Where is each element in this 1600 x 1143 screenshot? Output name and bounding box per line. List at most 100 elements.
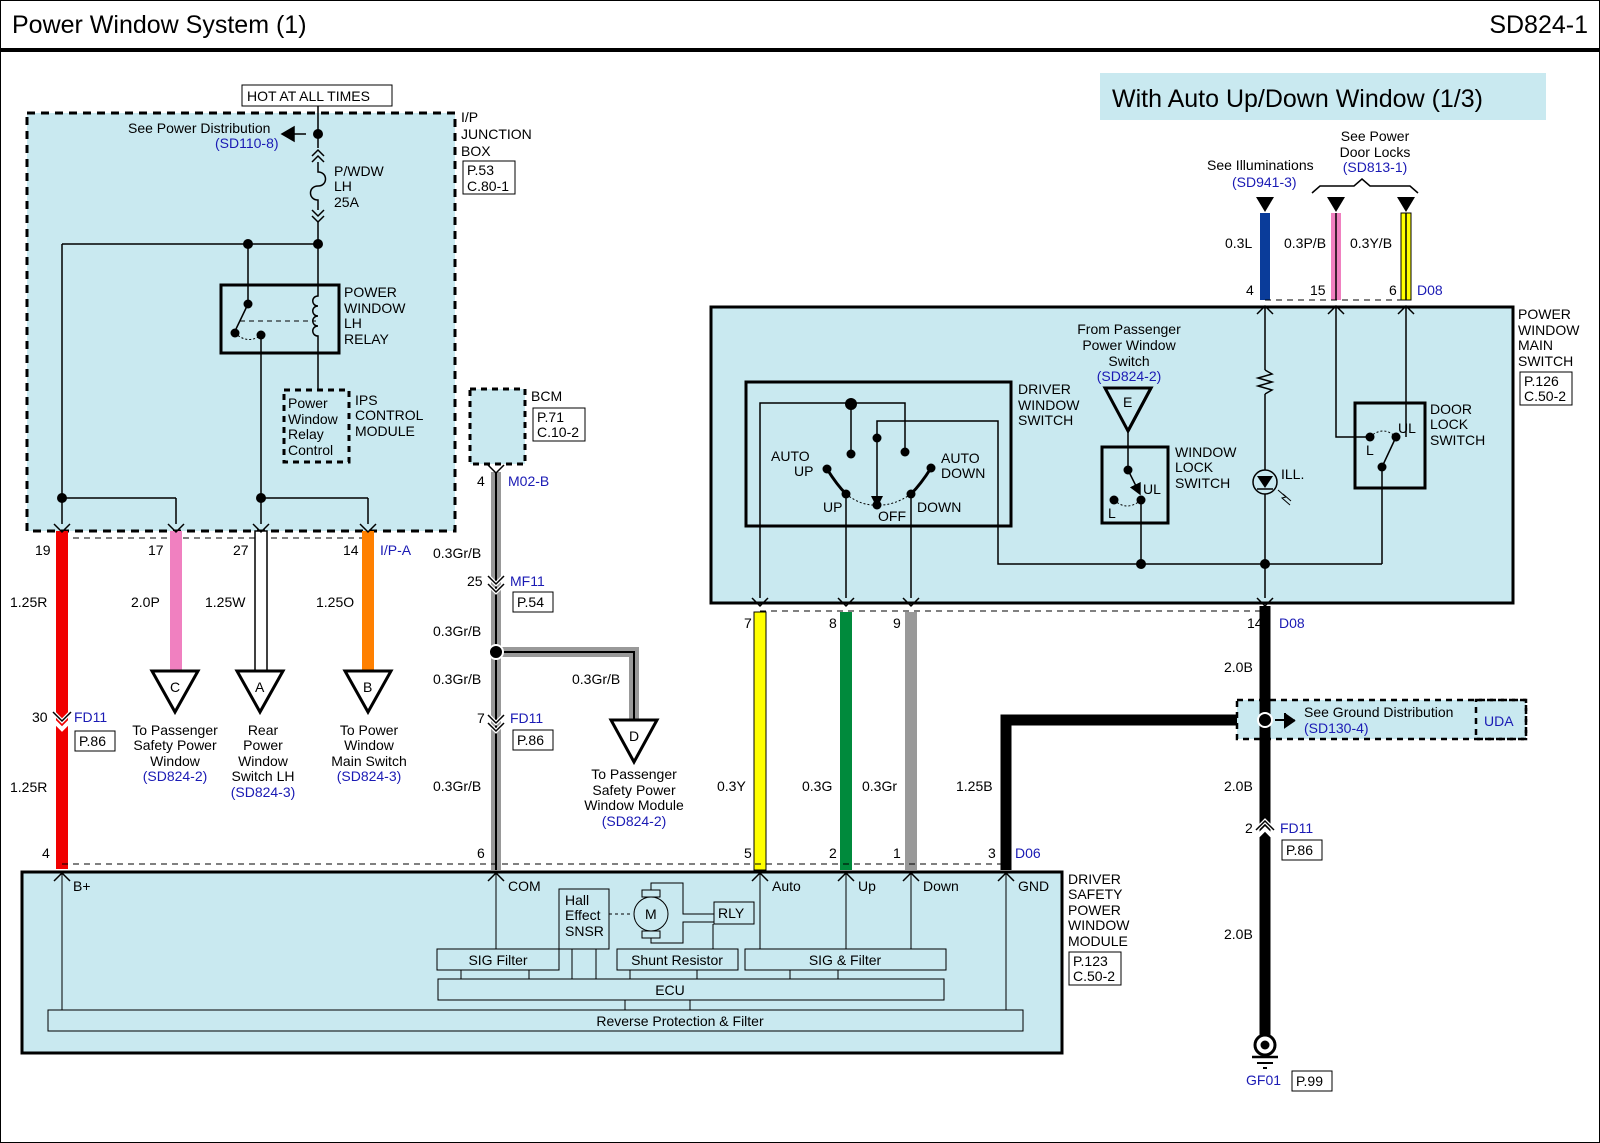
- offpage-b-ref[interactable]: (SD824-3): [337, 768, 402, 784]
- main-switch-name-1: POWER: [1518, 306, 1571, 322]
- main-switch-name-2: WINDOW: [1518, 322, 1580, 338]
- gauge-black-module: 1.25B: [956, 778, 993, 794]
- offpage-a[interactable]: A Rear Power Window Switch LH (SD824-3): [231, 669, 296, 800]
- hot-at-all-times-label: HOT AT ALL TIMES: [247, 88, 370, 104]
- offpage-b[interactable]: B To Power Window Main Switch (SD824-3): [331, 669, 407, 784]
- ipjb-page: P.53: [467, 162, 494, 178]
- power-dist-ref[interactable]: (SD110-8): [215, 135, 279, 151]
- offpage-e-line-2: Power Window: [1082, 337, 1176, 353]
- window-lock-name-1: WINDOW: [1175, 444, 1237, 460]
- terminal-bplus: B+: [73, 878, 91, 894]
- illum-label: See Illuminations: [1207, 157, 1314, 173]
- connector-mf11-icon: [487, 575, 505, 594]
- relay-name-2: WINDOW: [344, 300, 406, 316]
- offpage-c-ref[interactable]: (SD824-2): [143, 768, 208, 784]
- fd11-ground-page: P.86: [1286, 842, 1313, 858]
- splice-uda[interactable]: UDA: [1484, 713, 1514, 729]
- banner: With Auto Up/Down Window (1/3): [1100, 73, 1546, 120]
- relay-block: [713, 901, 755, 925]
- window-lock-name-3: SWITCH: [1175, 475, 1230, 491]
- gauge-com-1: 0.3Gr/B: [433, 545, 481, 561]
- connector-d08-top[interactable]: D08: [1417, 282, 1443, 298]
- ecu-block: [437, 978, 945, 1001]
- offpage-d-ref[interactable]: (SD824-2): [602, 813, 667, 829]
- wire-yellow: 7 0.3Y 5: [717, 611, 767, 871]
- ips-name-1: IPS: [355, 392, 378, 408]
- gauge-red-top: 1.25R: [10, 594, 47, 610]
- pin-2-module: 2: [829, 845, 837, 861]
- offpage-d-line-1: To Passenger: [591, 766, 677, 782]
- offpage-e-line-1: From Passenger: [1077, 321, 1181, 337]
- connector-d06[interactable]: D06: [1015, 845, 1041, 861]
- window-lock-switch: [1100, 445, 1170, 525]
- connector-ipa[interactable]: I/P-A: [380, 542, 412, 558]
- main-switch-name-3: MAIN: [1518, 337, 1553, 353]
- offpage-b-letter: B: [363, 679, 372, 695]
- ground-gf01[interactable]: GF01: [1246, 1072, 1281, 1088]
- gauge-ground-1: 2.0B: [1224, 659, 1253, 675]
- wire-pink: 2.0P: [131, 523, 185, 671]
- connector-fd11-left[interactable]: FD11: [74, 709, 107, 725]
- door-lock-l: L: [1366, 442, 1374, 458]
- fuse-icon: [309, 162, 327, 210]
- door-locks-label-2: Door Locks: [1340, 144, 1411, 160]
- reverse-protection-block: [47, 1009, 1024, 1032]
- pin-7: 7: [477, 710, 485, 726]
- gauge-white: 1.25W: [205, 594, 246, 610]
- pin-7-top: 7: [744, 615, 752, 631]
- ground-circuit: See Ground Distribution (SD130-4) UDA 14…: [1224, 606, 1528, 1092]
- connector-mf11[interactable]: MF11: [510, 573, 545, 589]
- gauge-yellow: 0.3Y: [717, 778, 746, 794]
- terminal-com: COM: [508, 878, 541, 894]
- connector-d08-bottom[interactable]: D08: [1279, 615, 1305, 631]
- ground-dist-ref[interactable]: (SD130-4): [1304, 720, 1369, 736]
- connector-fd11-ground[interactable]: FD11: [1280, 820, 1313, 836]
- power-dist-arrow-icon: [280, 125, 306, 143]
- gauge-red-bottom: 1.25R: [10, 779, 47, 795]
- terminal-down: Down: [923, 878, 959, 894]
- module-page: P.123: [1073, 953, 1108, 969]
- ips-name-3: MODULE: [355, 423, 415, 439]
- driver-switch-name-3: SWITCH: [1018, 412, 1073, 428]
- illum-ref[interactable]: (SD941-3): [1232, 174, 1297, 190]
- driver-safety-module: DRIVER SAFETY POWER WINDOW MODULE P.123 …: [20, 870, 1130, 1055]
- offpage-triangle-icon: [342, 669, 394, 716]
- pin-3-module: 3: [988, 845, 996, 861]
- pin-27: 27: [233, 542, 249, 558]
- offpage-e-ref[interactable]: (SD824-2): [1097, 368, 1162, 384]
- fd11-left-page: P.86: [79, 733, 106, 749]
- ipjb-name-2: JUNCTION: [461, 126, 532, 142]
- module-name-1: DRIVER: [1068, 871, 1121, 887]
- sig-and-filter-block: [744, 948, 947, 971]
- driver-switch-name-1: DRIVER: [1018, 381, 1071, 397]
- module-name-2: SAFETY: [1068, 886, 1123, 902]
- relay-name-3: LH: [344, 315, 362, 331]
- wire-black-gnd: 1.25B 3 D06: [956, 714, 1265, 870]
- mf11-page: P.54: [517, 594, 544, 610]
- module-name-4: WINDOW: [1068, 917, 1130, 933]
- gauge-pink: 2.0P: [131, 594, 160, 610]
- door-locks-label-1: See Power: [1341, 128, 1410, 144]
- resistor-icon: [1255, 369, 1275, 395]
- pin-5-module: 5: [744, 845, 752, 861]
- lock-ul: UL: [1143, 481, 1161, 497]
- relay-name-4: RELAY: [344, 331, 390, 347]
- offpage-a-ref[interactable]: (SD824-3): [231, 784, 296, 800]
- gauge-ground-3: 2.0B: [1224, 926, 1253, 942]
- wire-gray-black: 0.3Gr/B 25 MF11 P.54 0.3Gr/B 0.3Gr/B 0.3…: [433, 464, 639, 870]
- connector-m02b[interactable]: M02-B: [508, 473, 549, 489]
- door-locks-ref[interactable]: (SD813-1): [1343, 159, 1408, 175]
- banner-text: With Auto Up/Down Window (1/3): [1112, 85, 1483, 113]
- pos-auto-down-2: DOWN: [941, 465, 985, 481]
- ecu-label: ECU: [655, 982, 685, 998]
- door-lock-name-3: SWITCH: [1430, 432, 1485, 448]
- connector-fd11-com[interactable]: FD11: [510, 710, 543, 726]
- fuse-rating: 25A: [334, 194, 360, 210]
- offpage-d[interactable]: D To Passenger Safety Power Window Modul…: [584, 718, 684, 829]
- power-window-main-switch: POWER WINDOW MAIN SWITCH P.126 C.50-2 DR…: [709, 304, 1580, 608]
- offpage-c[interactable]: C To Passenger Safety Power Window (SD82…: [132, 669, 218, 784]
- ground-dist-label: See Ground Distribution: [1304, 704, 1453, 720]
- pos-down: DOWN: [917, 499, 961, 515]
- fuse-name: P/WDW: [334, 163, 385, 179]
- wire-green: 8 0.3G 2: [802, 612, 852, 870]
